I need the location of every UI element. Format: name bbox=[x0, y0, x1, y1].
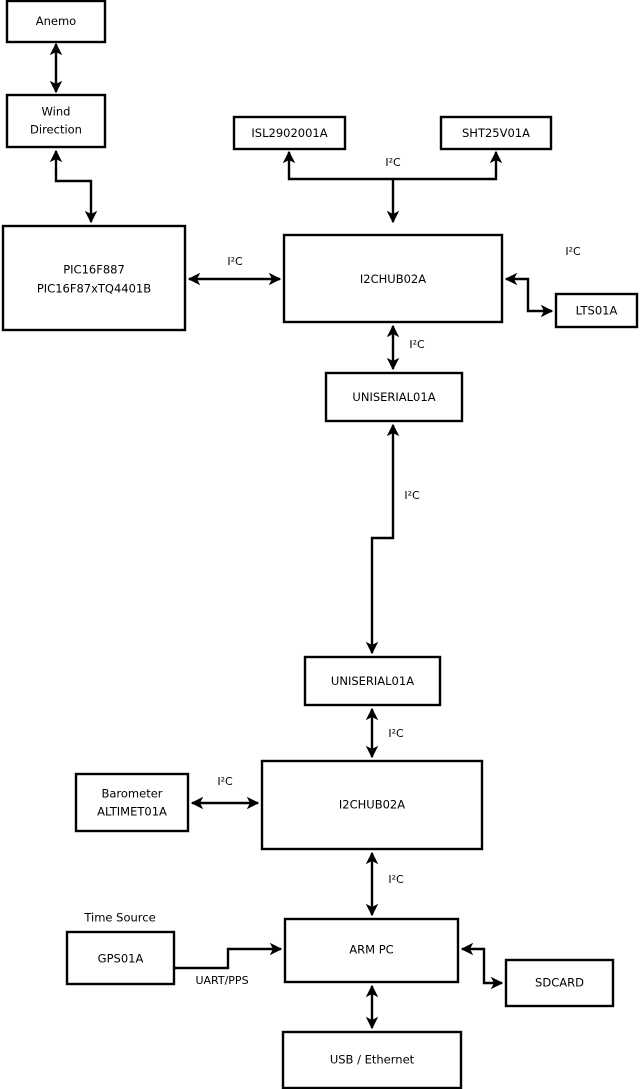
edge-label-uniserial-link: I²C bbox=[404, 489, 420, 502]
edge-gps-armpc-path bbox=[174, 942, 283, 970]
node-usb-ethernet[interactable]: USB / Ethernet bbox=[281, 1030, 463, 1089]
node-sht25v01a[interactable]: SHT25V01A bbox=[439, 115, 553, 151]
node-wind-direction-box[interactable] bbox=[5, 93, 107, 149]
node-gps01a[interactable]: GPS01A bbox=[65, 930, 176, 986]
node-barometer-label-line2: ALTIMET01A bbox=[97, 805, 167, 819]
node-arm-pc-box[interactable] bbox=[283, 917, 460, 984]
edge-hub1-sensors: I²C bbox=[282, 150, 503, 224]
node-sht25v01a-box[interactable] bbox=[439, 115, 553, 151]
node-usb-ethernet-box[interactable] bbox=[281, 1030, 463, 1089]
node-anemo-box[interactable] bbox=[5, 0, 107, 44]
node-uniserial01a-upper-box[interactable] bbox=[324, 371, 464, 423]
node-gps01a-box[interactable] bbox=[65, 930, 176, 986]
node-sdcard[interactable]: SDCARD bbox=[504, 958, 615, 1008]
node-lts01a[interactable]: LTS01A bbox=[554, 292, 639, 329]
node-usb-ethernet-label: USB / Ethernet bbox=[330, 1053, 415, 1067]
node-sdcard-box[interactable] bbox=[504, 958, 615, 1008]
node-pic-box[interactable] bbox=[1, 224, 187, 332]
edge-pic-wind-path bbox=[49, 149, 98, 224]
label-time-source: Time Source bbox=[83, 911, 155, 925]
edge-hub1-uniserial1: I²C bbox=[386, 324, 425, 371]
node-wind-direction[interactable]: Wind Direction bbox=[5, 93, 107, 149]
node-pic-label-line1: PIC16F887 bbox=[63, 263, 125, 277]
edge-label-gps-armpc: UART/PPS bbox=[195, 974, 248, 987]
node-arm-pc[interactable]: ARM PC bbox=[283, 917, 460, 984]
node-uniserial01a-upper-label: UNISERIAL01A bbox=[352, 390, 435, 404]
edge-label-pic-hub1: I²C bbox=[227, 255, 243, 268]
node-arm-pc-label: ARM PC bbox=[349, 943, 393, 957]
node-sht25v01a-label: SHT25V01A bbox=[462, 126, 530, 140]
node-gps01a-label: GPS01A bbox=[98, 952, 144, 966]
edge-label-barometer-hub2: I²C bbox=[217, 775, 233, 788]
node-i2chub02a-upper-box[interactable] bbox=[282, 233, 504, 324]
node-barometer[interactable]: Barometer ALTIMET01A bbox=[74, 772, 190, 833]
node-i2chub02a-lower-box[interactable] bbox=[260, 759, 484, 851]
node-lts01a-box[interactable] bbox=[554, 292, 639, 329]
node-uniserial01a-lower-box[interactable] bbox=[303, 655, 442, 707]
edge-hub1-lts: I²C bbox=[504, 245, 581, 318]
edge-label-hub1-lts: I²C bbox=[565, 245, 581, 258]
edge-gps-armpc: UART/PPS bbox=[174, 942, 283, 987]
edge-hub1-lts-path bbox=[504, 272, 554, 318]
edge-barometer-hub2: I²C bbox=[190, 775, 260, 810]
node-pic[interactable]: PIC16F887 PIC16F87xTQ4401B bbox=[1, 224, 187, 332]
node-i2chub02a-upper[interactable]: I2CHUB02A bbox=[282, 233, 504, 324]
node-barometer-box[interactable] bbox=[74, 772, 190, 833]
node-anemo-label: Anemo bbox=[36, 14, 76, 28]
node-i2chub02a-upper-label: I2CHUB02A bbox=[360, 272, 426, 286]
edge-pic-wind bbox=[49, 149, 98, 224]
node-sdcard-label: SDCARD bbox=[535, 976, 584, 990]
edge-uniserial1-uniserial2: I²C bbox=[365, 423, 420, 655]
node-isl2902001a[interactable]: ISL2902001A bbox=[232, 115, 347, 151]
node-wind-direction-label-line2: Direction bbox=[30, 123, 82, 137]
node-lts01a-label: LTS01A bbox=[576, 304, 618, 318]
edge-hub2-armpc: I²C bbox=[365, 851, 404, 917]
edge-pic-hub1: I²C bbox=[187, 255, 282, 286]
node-uniserial01a-lower-label: UNISERIAL01A bbox=[331, 674, 414, 688]
node-isl2902001a-label: ISL2902001A bbox=[251, 126, 327, 140]
node-anemo[interactable]: Anemo bbox=[5, 0, 107, 44]
edge-uniserial-link-path bbox=[365, 423, 400, 655]
edge-uniserial2-hub2: I²C bbox=[365, 707, 404, 759]
node-i2chub02a-lower[interactable]: I2CHUB02A bbox=[260, 759, 484, 851]
node-pic-label-line2: PIC16F87xTQ4401B bbox=[37, 282, 151, 296]
edge-label-hub1-sensors: I²C bbox=[385, 156, 401, 169]
edge-label-uniserial2-hub2: I²C bbox=[388, 727, 404, 740]
edge-armpc-sdcard-path bbox=[460, 942, 504, 990]
edge-label-hub2-armpc: I²C bbox=[388, 873, 404, 886]
node-uniserial01a-lower[interactable]: UNISERIAL01A bbox=[303, 655, 442, 707]
edge-label-hub1-uniserial1: I²C bbox=[409, 338, 425, 351]
node-i2chub02a-lower-label: I2CHUB02A bbox=[339, 798, 405, 812]
node-isl2902001a-box[interactable] bbox=[232, 115, 347, 151]
edge-armpc-sdcard bbox=[460, 942, 504, 990]
node-barometer-label-line1: Barometer bbox=[101, 787, 162, 801]
node-wind-direction-label-line1: Wind bbox=[42, 105, 71, 119]
node-uniserial01a-upper[interactable]: UNISERIAL01A bbox=[324, 371, 464, 423]
